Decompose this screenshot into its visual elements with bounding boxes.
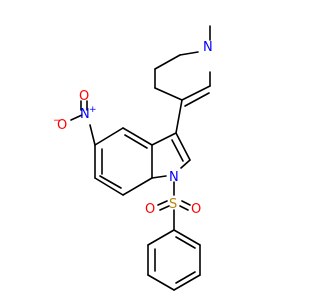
- bond: [180, 159, 191, 169]
- double-bond-inner: [99, 175, 122, 189]
- bond: [173, 274, 201, 291]
- bond: [179, 51, 199, 56]
- bond: [147, 229, 175, 246]
- bond: [175, 99, 183, 134]
- bond: [94, 127, 124, 146]
- double-bond-inner: [175, 236, 196, 249]
- double-bond-inner: [175, 271, 196, 284]
- bond: [89, 124, 96, 146]
- bond: [173, 229, 201, 246]
- double-bond-inner: [184, 92, 210, 107]
- bond: [151, 132, 177, 146]
- bond: [147, 274, 175, 291]
- charge-minus: −: [53, 116, 61, 126]
- bond: [122, 177, 153, 196]
- atom-label-n-nitro: N: [80, 107, 90, 122]
- double-bond-inner: [179, 205, 189, 211]
- double-bond-inner: [171, 139, 184, 162]
- double-bond-inner: [159, 205, 170, 211]
- molecule-structure: N N + O − O N S O O: [53, 25, 213, 291]
- atom-label-o-nitro-left: O: [57, 118, 67, 133]
- bond: [157, 200, 168, 206]
- bond: [175, 132, 191, 161]
- molecule-canvas: N N + O − O N S O O: [53, 25, 213, 291]
- atom-label-s-sulfonyl: S: [169, 197, 177, 212]
- bond: [181, 200, 191, 206]
- atom-label-o-nitro-top: O: [79, 89, 89, 104]
- bond: [122, 127, 153, 146]
- atom-label-n-indole: N: [169, 170, 179, 185]
- bond: [94, 177, 124, 196]
- atom-label-o-sulfonyl-right: O: [191, 202, 201, 217]
- bond: [154, 54, 181, 70]
- bond: [181, 85, 211, 101]
- bond: [154, 87, 183, 101]
- double-bond-inner: [124, 134, 148, 149]
- bond: [70, 114, 83, 121]
- atom-label-o-sulfonyl-left: O: [145, 202, 155, 217]
- atom-label-n-methyl: N: [203, 40, 213, 55]
- charge-plus: +: [89, 105, 97, 115]
- bond: [151, 175, 167, 179]
